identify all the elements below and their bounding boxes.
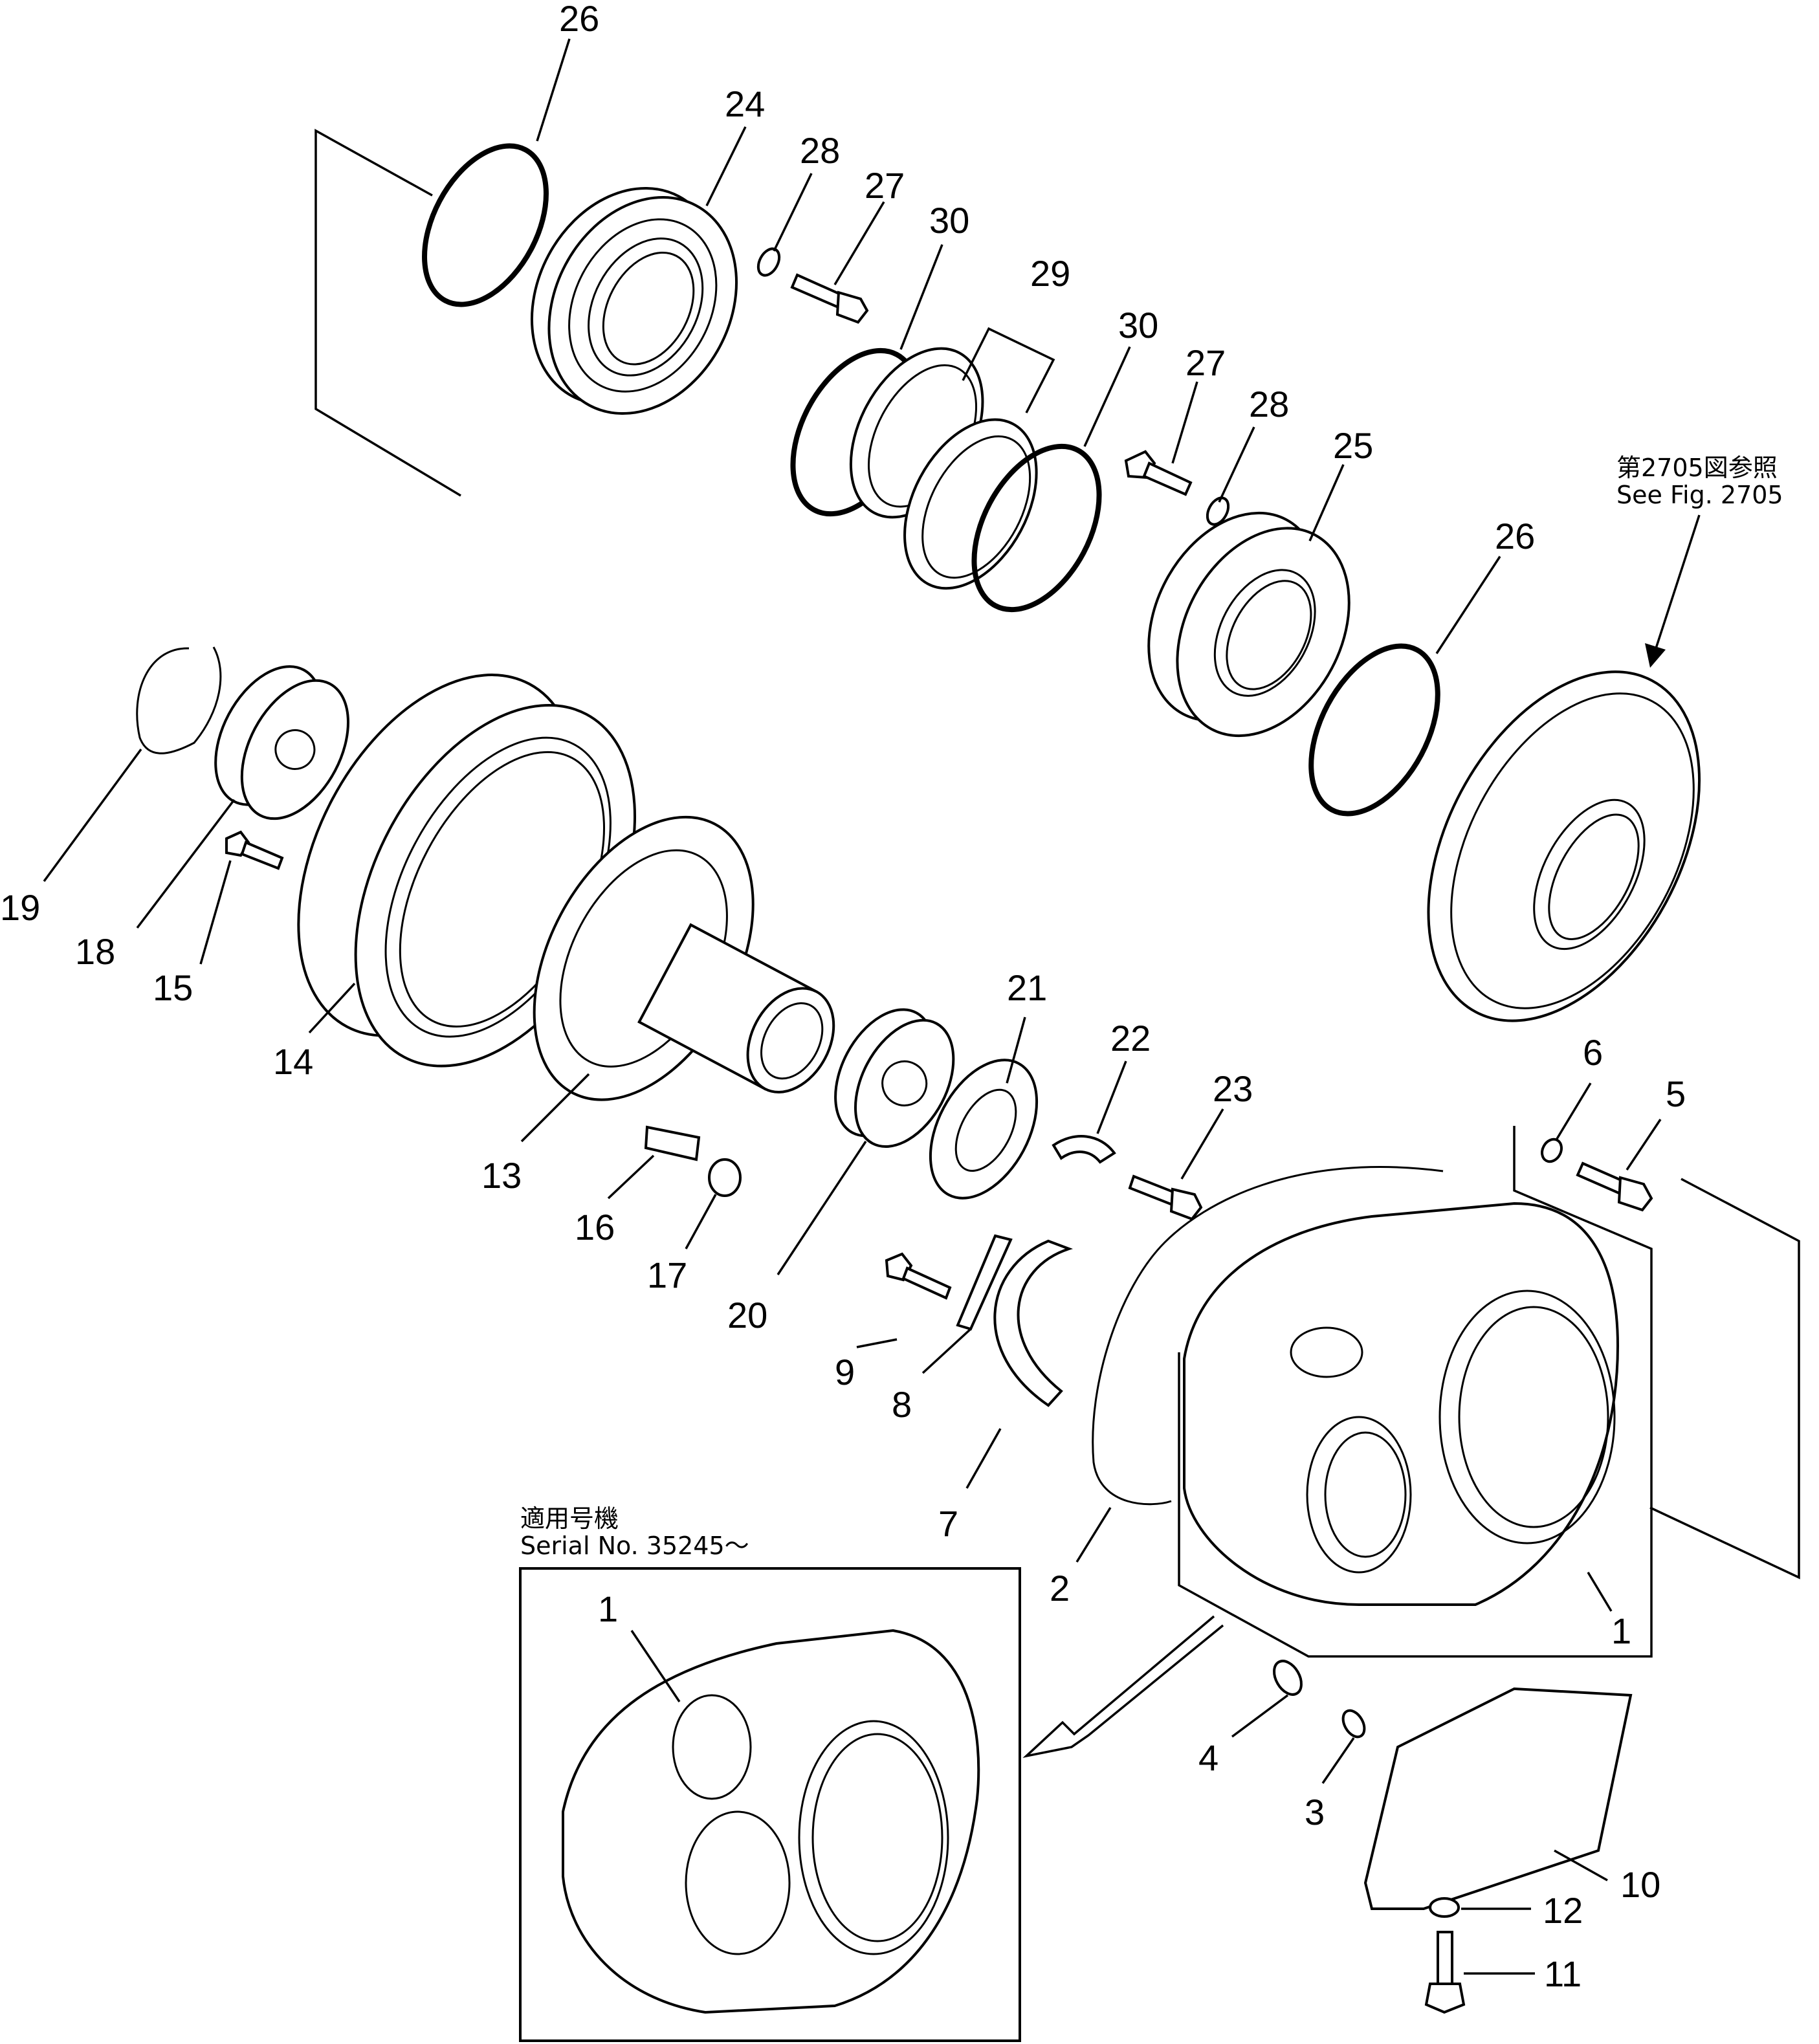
reference-note-jp: 第2705図参照: [1616, 454, 1778, 482]
leader-lines: [43, 38, 1662, 1975]
label-27-second: 27: [1185, 342, 1226, 383]
bearing-20: [834, 1008, 955, 1148]
bolt-27-second: [1124, 450, 1193, 496]
label-15: 15: [153, 967, 193, 1008]
label-6: 6: [1583, 1032, 1603, 1073]
label-1-main: 1: [1611, 1610, 1631, 1651]
o-ring-26-top: [422, 143, 549, 307]
bolt-9: [885, 1252, 952, 1300]
lock-22: [1052, 1135, 1116, 1164]
label-21: 21: [1007, 967, 1047, 1008]
plate-7: [993, 1239, 1074, 1407]
label-28-second: 28: [1249, 384, 1289, 424]
bearing-18: [214, 665, 349, 820]
label-25: 25: [1333, 425, 1373, 466]
label-14: 14: [273, 1041, 313, 1082]
bearing-24: [530, 186, 738, 415]
nut-17: [708, 1158, 742, 1197]
label-20: 20: [727, 1295, 767, 1335]
label-13: 13: [481, 1155, 522, 1196]
label-26-second: 26: [1495, 516, 1535, 556]
guard-10: [1363, 1687, 1633, 1910]
dowel-4: [1273, 1660, 1303, 1696]
seal-29: [849, 347, 1038, 590]
label-18: 18: [75, 931, 115, 972]
inset-arrow: [1022, 1615, 1224, 1758]
serial-note-en: Serial No. 35245～: [520, 1532, 749, 1560]
group-bracket-housing: [1178, 1126, 1653, 1658]
inset-frame: [519, 1567, 1021, 2042]
housing-1: [1183, 1202, 1620, 1606]
label-2: 2: [1050, 1568, 1070, 1609]
washer-12: [1429, 1897, 1460, 1918]
bolt-5: [1576, 1161, 1653, 1212]
label-3: 3: [1305, 1792, 1325, 1832]
label-10: 10: [1620, 1864, 1660, 1905]
label-29: 29: [1030, 253, 1070, 294]
lock-plate-16: [644, 1125, 701, 1161]
label-16: 16: [575, 1207, 615, 1247]
inset-housing: [562, 1629, 980, 2014]
label-9: 9: [835, 1352, 855, 1392]
label-4: 4: [1198, 1737, 1218, 1778]
label-30-top: 30: [929, 200, 969, 241]
group-bracket-right: [1649, 1178, 1800, 1579]
o-ring-26-second: [1308, 643, 1440, 817]
bolt-23: [1128, 1174, 1203, 1221]
label-26-top: 26: [559, 0, 599, 39]
label-22: 22: [1110, 1018, 1151, 1059]
gasket-2: [1092, 1166, 1444, 1506]
label-28-top: 28: [800, 130, 840, 171]
serial-note-jp: 適用号機: [520, 1504, 619, 1533]
label-30-second: 30: [1118, 305, 1158, 346]
washer-6: [1541, 1137, 1563, 1163]
label-19: 19: [0, 887, 40, 928]
label-12: 12: [1543, 1890, 1583, 1931]
washer-28-second: [1206, 496, 1230, 526]
label-5: 5: [1666, 1073, 1686, 1114]
carrier-13: [533, 815, 835, 1101]
snap-ring-19: [136, 646, 222, 754]
flange-25: [1147, 511, 1350, 738]
label-7: 7: [938, 1503, 958, 1544]
washer-28-top: [756, 247, 781, 277]
bolt-15: [225, 830, 284, 870]
plate-21: [929, 1059, 1039, 1200]
pin-3: [1341, 1709, 1366, 1739]
label-1-inset: 1: [598, 1588, 618, 1629]
label-23: 23: [1213, 1068, 1253, 1109]
snap-ring-30-second: [971, 443, 1102, 613]
reference-arrow-head: [1645, 643, 1666, 668]
label-8: 8: [892, 1384, 912, 1425]
group-bracket-top: [314, 129, 461, 497]
seal-29-bracket: [962, 327, 1055, 413]
bolt-11: [1424, 1931, 1466, 2014]
reference-arrow-shaft: [1654, 514, 1701, 651]
label-11: 11: [1544, 1953, 1582, 1994]
label-27-top: 27: [865, 165, 905, 206]
label-17: 17: [647, 1255, 687, 1295]
label-24: 24: [725, 83, 765, 124]
bolt-27-top: [790, 273, 869, 324]
reference-note-en: See Fig. 2705: [1616, 481, 1783, 509]
referenced-housing: [1427, 670, 1701, 1022]
